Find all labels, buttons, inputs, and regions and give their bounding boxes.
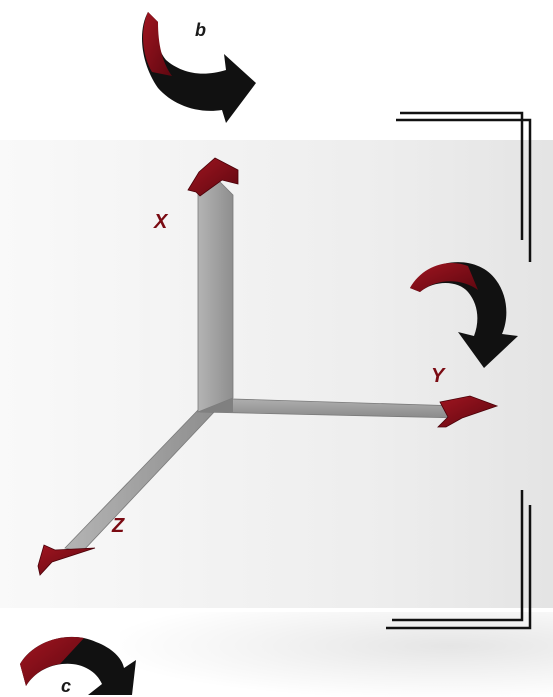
bracket-bottom: [386, 490, 532, 630]
bracket-top: [396, 111, 532, 262]
x-axis: [187, 157, 239, 413]
rotation-c-label: c: [61, 676, 72, 696]
rotation-arrow-b: [142, 12, 256, 123]
rotation-b-label: b: [195, 20, 206, 40]
y-axis: [199, 395, 499, 428]
x-axis-label: X: [154, 211, 168, 233]
y-axis-label: Y: [431, 365, 445, 387]
z-axis-label: Z: [112, 515, 125, 537]
rotation-arrow-c: [20, 636, 136, 695]
z-axis: [37, 409, 217, 576]
floor-shadow: [120, 612, 553, 697]
rotation-arrow-y: [410, 262, 518, 368]
